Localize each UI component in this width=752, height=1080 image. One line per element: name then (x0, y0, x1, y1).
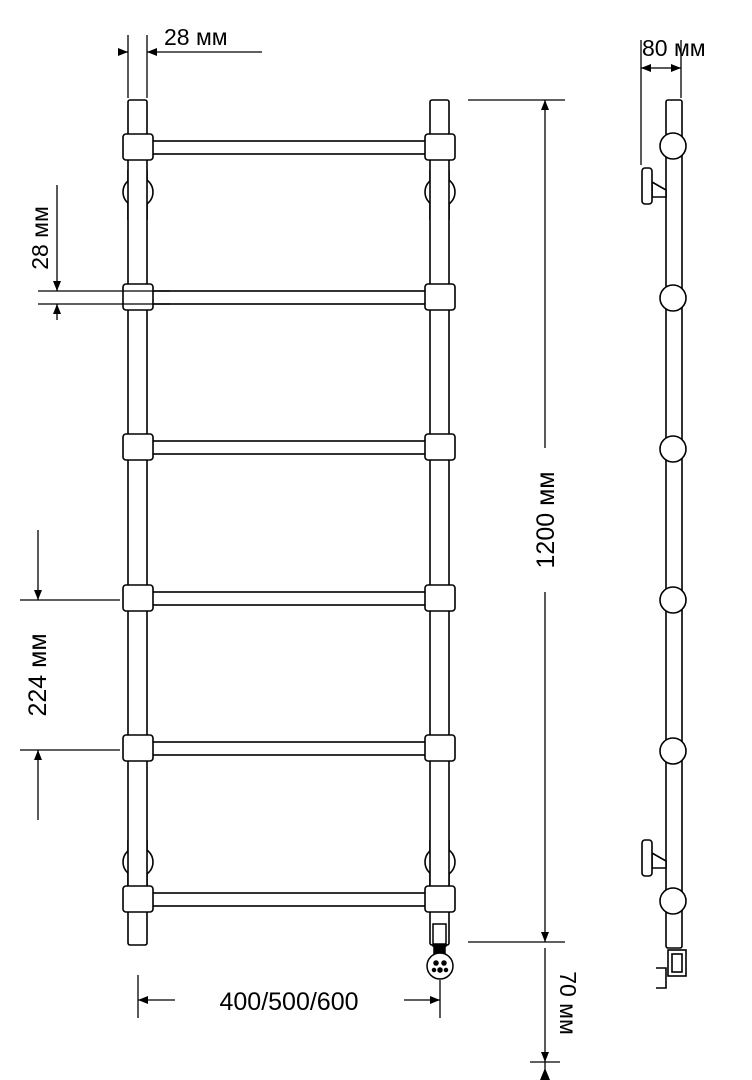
wall-mount (641, 839, 667, 877)
rail-spacing-label: 224 мм (24, 633, 52, 716)
tube-diameter-label: 28 мм (164, 24, 228, 50)
height-label: 1200 мм (532, 472, 560, 569)
right-upright (429, 99, 450, 946)
rail (122, 885, 456, 913)
rail (122, 734, 456, 762)
rail-diameter-label: 28 мм (27, 206, 53, 270)
front-view-icon (122, 99, 456, 946)
width-options-label: 400/500/600 (219, 988, 358, 1016)
wall-offset-label: 80 мм (642, 35, 706, 61)
side-upright (665, 99, 683, 949)
rail (122, 283, 456, 311)
left-upright (127, 99, 148, 946)
rail (122, 584, 456, 612)
wall-mount (641, 167, 667, 205)
heating-element-icon (426, 923, 454, 980)
rail (122, 433, 456, 461)
heater-length-label: 70 мм (555, 971, 581, 1035)
heater-connection (656, 949, 687, 989)
rail (122, 133, 456, 161)
side-view-icon (641, 99, 687, 989)
